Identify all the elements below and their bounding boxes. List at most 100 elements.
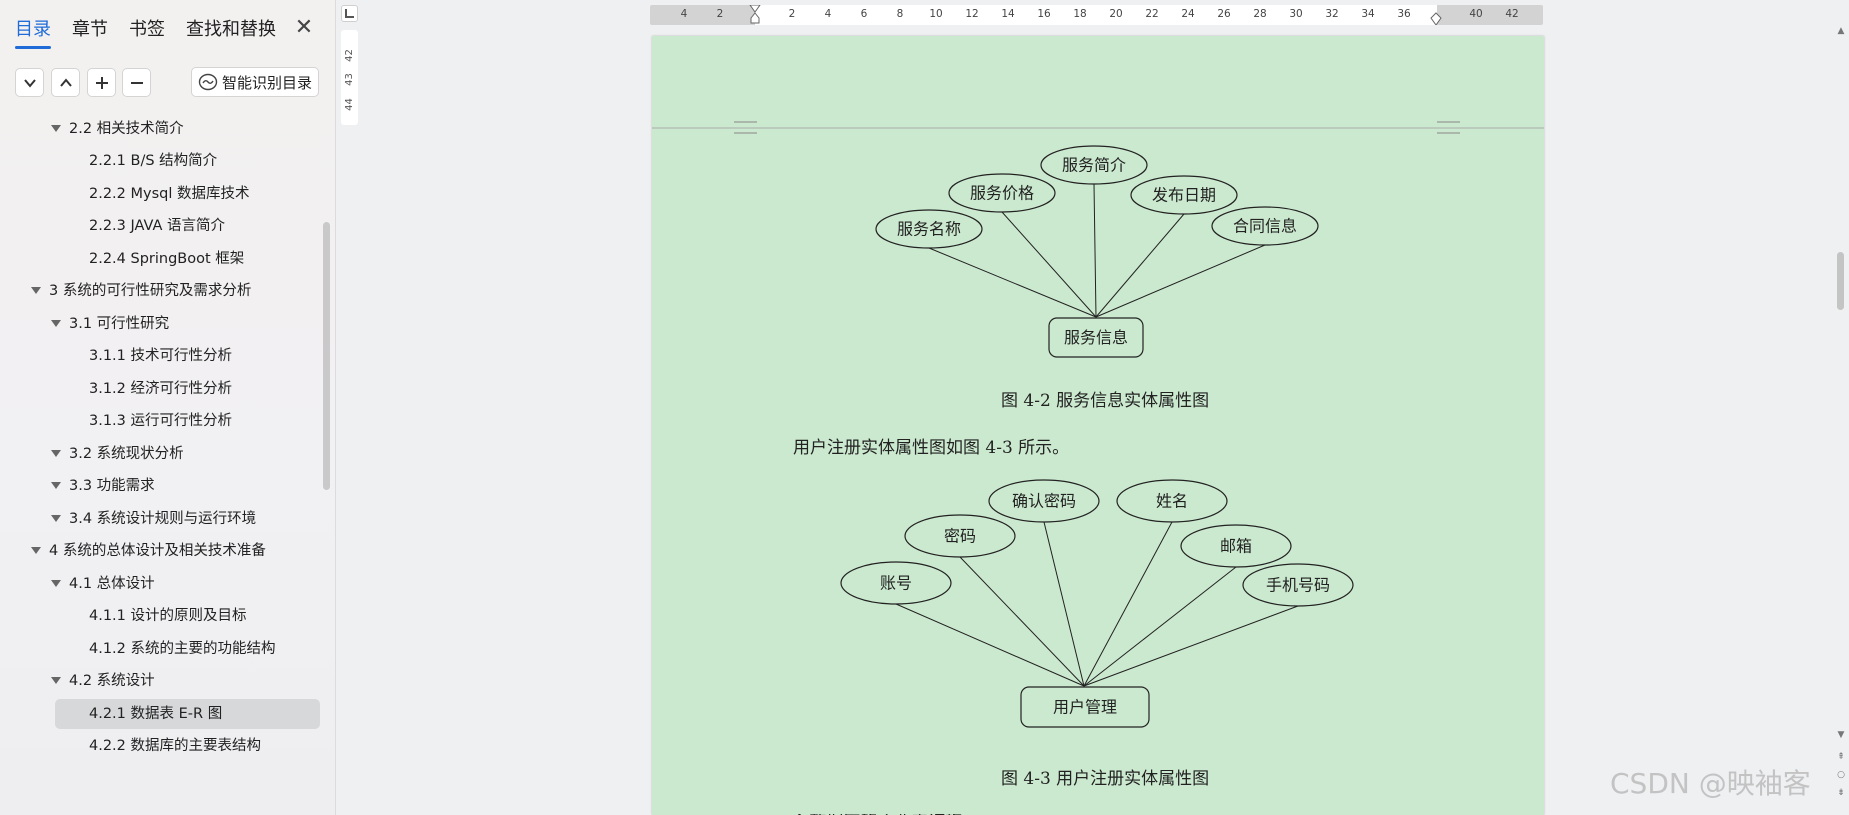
relation-line: [1095, 213, 1185, 318]
expand-triangle-icon[interactable]: [50, 504, 62, 534]
tab-chapters[interactable]: 章节: [72, 19, 108, 40]
close-icon[interactable]: ✕: [294, 15, 314, 40]
tab-toc[interactable]: 目录: [15, 16, 51, 49]
plus-icon: [95, 76, 108, 89]
relation-line: [1095, 244, 1266, 318]
toc-item-label: 3.3 功能需求: [69, 478, 155, 494]
scroll-up-icon[interactable]: ▲: [1837, 26, 1845, 36]
toc-item[interactable]: 3.1.3 运行可行性分析: [0, 406, 322, 436]
ruler-corner-tab[interactable]: [341, 5, 358, 22]
smart-toc-icon: [198, 73, 218, 91]
relation-line: [1093, 183, 1097, 318]
tab-bookmarks[interactable]: 书签: [129, 19, 165, 40]
add-heading-button[interactable]: [87, 68, 116, 97]
scroll-down-icon[interactable]: ▼: [1837, 730, 1845, 740]
attribute-label: 账号: [880, 574, 912, 593]
toc-item[interactable]: 3.4 系统设计规则与运行环境: [0, 504, 322, 534]
toc-item[interactable]: 2.2.3 JAVA 语言简介: [0, 211, 322, 241]
relation-line: [959, 556, 1085, 687]
toc-item[interactable]: 3 系统的可行性研究及需求分析: [0, 276, 322, 306]
next-page-icon[interactable]: ⇟: [1837, 788, 1845, 798]
expand-triangle-icon[interactable]: [30, 536, 42, 566]
document-scrollbar[interactable]: ▲ ▼ ⇞ ○ ⇟: [1833, 0, 1849, 815]
attribute-ellipse: [1130, 175, 1238, 215]
toc-item[interactable]: 3.2 系统现状分析: [0, 439, 322, 469]
previous-page-icon[interactable]: ⇞: [1837, 752, 1845, 762]
attribute-ellipse: [1040, 145, 1148, 185]
toc-item-label: 3 系统的可行性研究及需求分析: [49, 283, 252, 299]
scrollbar-thumb[interactable]: [1837, 252, 1844, 310]
attribute-ellipse: [988, 479, 1100, 523]
attribute-ellipse: [948, 173, 1056, 213]
toc-item-label: 3.2 系统现状分析: [69, 445, 184, 462]
toc-item[interactable]: 4.1.1 设计的原则及目标: [0, 601, 322, 631]
toc-item[interactable]: 3.1.1 技术可行性分析: [0, 341, 322, 371]
toc-item[interactable]: 4 系统的总体设计及相关技术准备: [0, 536, 322, 566]
toc-item[interactable]: 4.1.2 系统的主要的功能结构: [0, 634, 322, 664]
ruler-number: 26: [1217, 8, 1231, 20]
toc-item[interactable]: 3.1.2 经济可行性分析: [0, 374, 322, 404]
entity-box: [1048, 317, 1144, 358]
attribute-label: 姓名: [1156, 492, 1188, 511]
navigation-pane: 目录 章节 书签 查找和替换 ✕ 智能识别目录 2.1 系统的开发环境 2.2 相…: [0, 0, 336, 815]
relation-line: [1083, 605, 1299, 687]
toc-item[interactable]: 3.1 可行性研究: [0, 309, 322, 339]
ruler-number: 18: [1073, 8, 1087, 20]
toc-item[interactable]: 2.2.2 Mysql 数据库技术: [0, 179, 322, 209]
attribute-ellipse: [1116, 479, 1228, 523]
relation-line: [1083, 521, 1173, 687]
toc-item[interactable]: 4.2.1 数据表 E-R 图: [0, 698, 322, 729]
ruler-number: 16: [1037, 8, 1051, 20]
expand-triangle-icon[interactable]: [30, 276, 42, 306]
toc-selection-highlight: [55, 698, 320, 729]
body-paragraph: 用户注册实体属性图如图 4-3 所示。: [793, 438, 1070, 458]
smart-toc-button[interactable]: 智能识别目录: [191, 67, 319, 97]
attribute-label: 邮箱: [1220, 537, 1252, 556]
nav-scrollbar[interactable]: [323, 222, 330, 490]
ruler-number: 2: [788, 8, 796, 20]
toc-item[interactable]: 4.2.2 数据库的主要表结构: [0, 731, 322, 761]
ruler-number: 22: [1145, 8, 1159, 20]
ruler-number: 12: [965, 8, 979, 20]
ruler-number: 40: [1469, 8, 1483, 20]
toc-item[interactable]: 2.2.4 SpringBoot 框架: [0, 244, 322, 274]
toc-tree: 2.1 系统的开发环境 2.2 相关技术简介 2.2.1 B/S 结构简介 2.2.2…: [0, 104, 322, 815]
toc-item[interactable]: 3.3 功能需求: [0, 471, 322, 501]
toc-item-label: 2.2 相关技术简介: [69, 120, 184, 137]
toc-item-label: 3.1.1 技术可行性分析: [89, 348, 233, 364]
remove-heading-button[interactable]: [122, 68, 151, 97]
attribute-ellipse: [1180, 524, 1292, 568]
ruler-number: 42: [1505, 8, 1519, 20]
toc-item[interactable]: 4.2 系统设计: [0, 666, 322, 696]
attribute-label: 服务价格: [970, 184, 1034, 203]
relation-line: [1043, 521, 1085, 687]
toc-item[interactable]: 4.1 总体设计: [0, 569, 322, 599]
select-browse-icon[interactable]: ○: [1837, 770, 1845, 780]
toc-item-label: 3.1 可行性研究: [69, 315, 170, 332]
expand-triangle-icon[interactable]: [50, 569, 62, 599]
toc-item[interactable]: 2.2 相关技术简介: [0, 114, 322, 144]
attribute-ellipse: [875, 209, 983, 249]
toc-item-label: 2.2.4 SpringBoot 框架: [89, 250, 245, 267]
toc-item[interactable]: 2.1 系统的开发环境: [0, 104, 322, 111]
attribute-label: 手机号码: [1266, 576, 1330, 595]
expand-triangle-icon[interactable]: [50, 471, 62, 501]
expand-triangle-icon[interactable]: [50, 309, 62, 339]
expand-triangle-icon[interactable]: [50, 666, 62, 696]
ruler-number: 30: [1289, 8, 1303, 20]
toc-item-label: 2.2.3 JAVA 语言简介: [89, 218, 226, 234]
tab-find-replace[interactable]: 查找和替换: [186, 19, 276, 40]
toc-item[interactable]: 2.2.1 B/S 结构简介: [0, 146, 322, 176]
minus-icon: [130, 81, 143, 84]
expand-button[interactable]: [15, 68, 44, 97]
expand-triangle-icon[interactable]: [50, 114, 62, 144]
toc-item-label: 4.1.1 设计的原则及目标: [89, 608, 247, 624]
expand-triangle-icon[interactable]: [50, 439, 62, 469]
toc-item-label: 2.1 系统的开发环境: [69, 104, 198, 111]
toc-item-label: 2.2.2 Mysql 数据库技术: [89, 185, 250, 202]
collapse-button[interactable]: [51, 68, 80, 97]
toc-item-label: 4 系统的总体设计及相关技术准备: [49, 543, 266, 559]
ruler-number: 34: [1361, 8, 1375, 20]
document-page[interactable]: 服务名称服务价格服务简介发布日期合同信息服务信息 账号密码确认密码姓名邮箱手机号…: [652, 36, 1544, 815]
